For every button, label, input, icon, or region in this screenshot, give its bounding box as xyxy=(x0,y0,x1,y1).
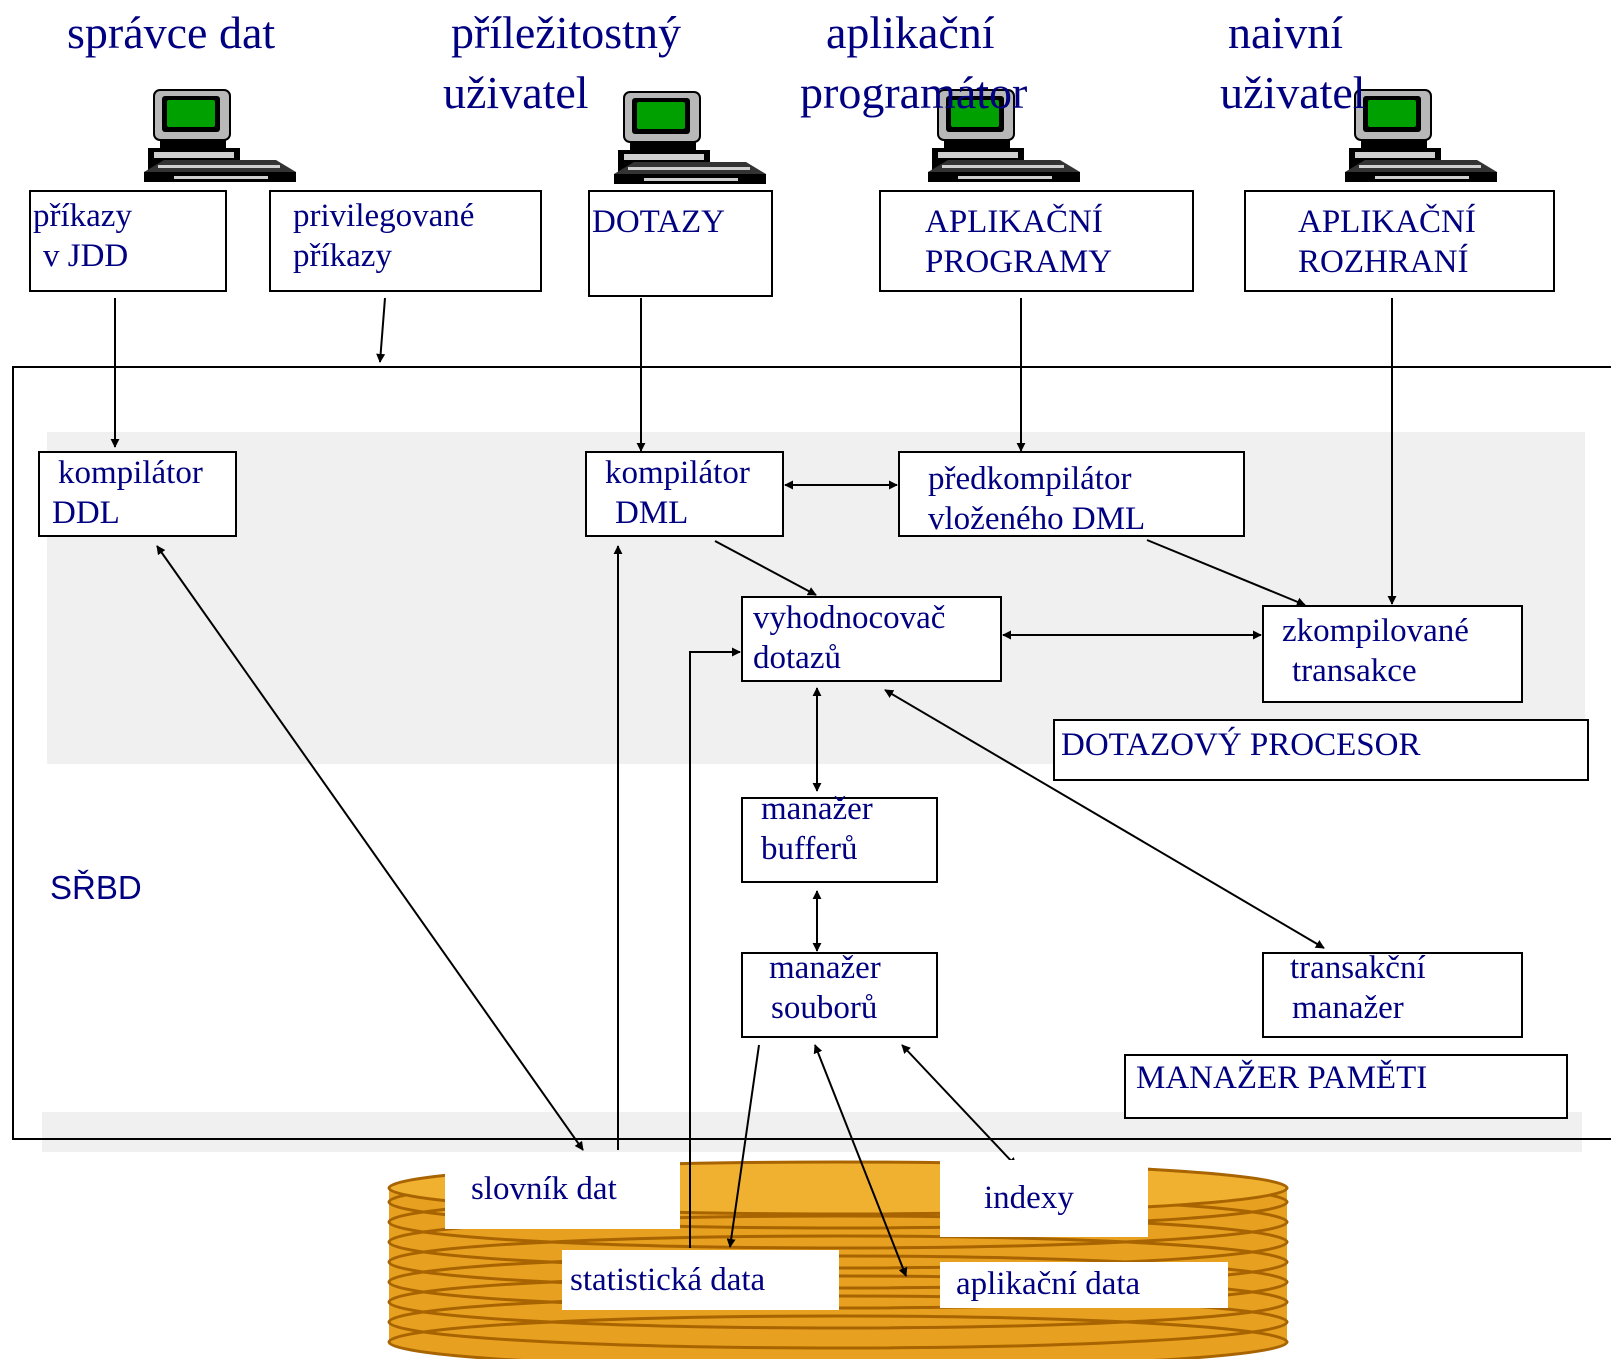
arrow-dml-evaluator xyxy=(714,540,817,596)
role-casual-user-line2: uživatel xyxy=(443,67,589,118)
application-data-label-bg: aplikační data xyxy=(940,1262,1228,1308)
query-evaluator-label-2: dotazů xyxy=(753,640,841,676)
ddl-compiler-label: kompilátor xyxy=(58,455,203,491)
role-naive-user: naivní xyxy=(1228,7,1343,58)
compiled-tx-label: zkompilované xyxy=(1282,613,1469,649)
arrow-privileged xyxy=(376,297,386,363)
privileged-label-2: příkazy xyxy=(293,238,392,274)
tx-manager-label-2: manažer xyxy=(1292,990,1404,1026)
indexes-label: indexy xyxy=(984,1180,1074,1216)
role-naive-user-line2: uživatel xyxy=(1220,67,1366,118)
ddl-compiler-label-2: DDL xyxy=(52,495,120,531)
data-dictionary-label: slovník dat xyxy=(471,1171,617,1207)
file-manager-box: manažer souborů xyxy=(741,950,938,1038)
arrow-file-indexes xyxy=(901,1044,1017,1167)
statistical-data-label-bg: statistická data xyxy=(562,1250,839,1310)
buffer-manager-label-2: bufferů xyxy=(761,831,858,867)
ddl-commands-label-2: v JDD xyxy=(43,238,129,274)
arrow-file-stats xyxy=(726,1044,760,1248)
compiled-tx-label-2: transakce xyxy=(1292,653,1417,689)
query-evaluator-box: vyhodnocovač dotazů xyxy=(741,596,1002,682)
data-dictionary-label-bg: slovník dat xyxy=(445,1152,680,1229)
role-app-programmer: aplikační xyxy=(826,7,995,58)
role-app-programmer-line2: programátor xyxy=(800,67,1028,118)
dml-compiler-label: kompilátor xyxy=(605,455,750,491)
query-processor-label-box: DOTAZOVÝ PROCESOR xyxy=(1053,719,1589,781)
app-interface-label-2: ROZHRANÍ xyxy=(1298,244,1469,280)
dml-compiler-label-2: DML xyxy=(615,495,689,531)
computer-icon xyxy=(613,91,767,185)
computer-icon xyxy=(1344,89,1498,183)
dml-compiler-box: kompilátor DML xyxy=(585,451,784,537)
application-interface-box: APLIKAČNÍ ROZHRANÍ xyxy=(1244,190,1555,292)
embedded-dml-precompiler-box: předkompilátor vloženého DML xyxy=(898,451,1245,537)
arrow-ddl-dictionary xyxy=(156,545,584,1151)
compiled-transactions-box: zkompilované transakce xyxy=(1262,605,1523,703)
app-programs-label-2: PROGRAMY xyxy=(925,244,1113,280)
arrow-file-appdata xyxy=(813,1044,908,1277)
buffer-manager-box: manažer bufferů xyxy=(741,791,938,883)
queries-box: DOTAZY xyxy=(588,190,773,297)
file-manager-label: manažer xyxy=(769,950,881,986)
role-casual-user: příležitostný xyxy=(451,7,681,58)
app-interface-label: APLIKAČNÍ xyxy=(1298,204,1476,240)
statistical-data-label: statistická data xyxy=(570,1262,766,1298)
query-processor-label: DOTAZOVÝ PROCESOR xyxy=(1061,727,1421,763)
application-data-label: aplikační data xyxy=(956,1266,1141,1302)
arrow-stats-evaluator xyxy=(689,647,741,1248)
computer-icon xyxy=(143,89,297,183)
storage-manager-label-box: MANAŽER PAMĚTI xyxy=(1124,1054,1568,1119)
tx-manager-label: transakční xyxy=(1290,950,1426,986)
precompiler-label-2: vloženého DML xyxy=(928,501,1146,537)
dbms-label: SŘBD xyxy=(50,869,142,906)
privileged-label: privilegované xyxy=(293,198,475,234)
arrow-precompiler-compiled xyxy=(1146,539,1306,607)
ddl-compiler-box: kompilátor DDL xyxy=(38,451,237,537)
app-programs-label: APLIKAČNÍ xyxy=(925,204,1103,240)
precompiler-label: předkompilátor xyxy=(928,461,1132,497)
privileged-commands-box: privilegované příkazy xyxy=(269,190,542,292)
role-data-admin: správce dat xyxy=(67,7,276,58)
query-evaluator-label: vyhodnocovač xyxy=(753,600,946,636)
application-programs-box: APLIKAČNÍ PROGRAMY xyxy=(879,190,1194,292)
queries-label: DOTAZY xyxy=(592,204,725,240)
file-manager-label-2: souborů xyxy=(771,990,878,1026)
ddl-commands-box: příkazy v JDD xyxy=(29,190,227,292)
ddl-commands-label: příkazy xyxy=(33,198,132,234)
indexes-label-bg: indexy xyxy=(940,1160,1148,1237)
arrow-evaluator-txmanager xyxy=(884,689,1325,949)
buffer-manager-label: manažer xyxy=(761,791,873,827)
storage-manager-label: MANAŽER PAMĚTI xyxy=(1136,1060,1428,1096)
transaction-manager-box: transakční manažer xyxy=(1262,950,1523,1038)
